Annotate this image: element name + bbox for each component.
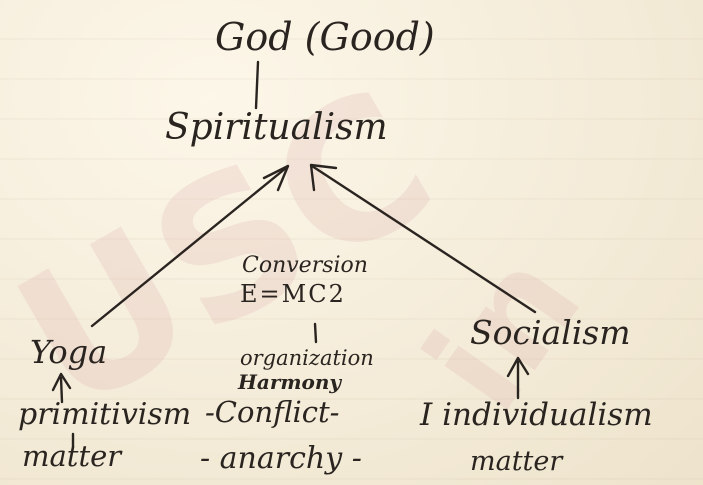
anarchy-label: - anarchy - [200,441,362,476]
emc-organization-tick [313,322,318,344]
socialism-spiritualism-arrow [310,164,537,314]
god-spiritualism-line [254,60,260,110]
socialism-label: Socialism [470,313,631,352]
matter-left-label: matter [22,439,122,473]
socialism-spiritualism-arrowhead [309,163,338,192]
organization-label: organization [240,346,374,370]
conflict-label: -Conflict- [205,395,340,429]
primitivism-yoga-arrow [59,376,64,404]
matter-right-label: matter [470,446,563,477]
spiritualism-label: Spiritualism [165,107,388,148]
yoga-label: Yoga [30,333,108,371]
primitivism-label: primitivism [18,397,192,432]
god-good-label: God (Good) [215,15,435,59]
harmony-label: Harmony [238,370,342,394]
conversion-label: Conversion [242,253,368,278]
individualism-label: I individualism [420,397,653,433]
yoga-spiritualism-arrowhead [262,164,290,192]
emc-equation: E=MC2 [240,280,346,308]
individualism-socialism-arrowhead [506,356,530,378]
primitivism-yoga-arrowhead [51,372,72,392]
yoga-spiritualism-arrow [90,166,288,328]
